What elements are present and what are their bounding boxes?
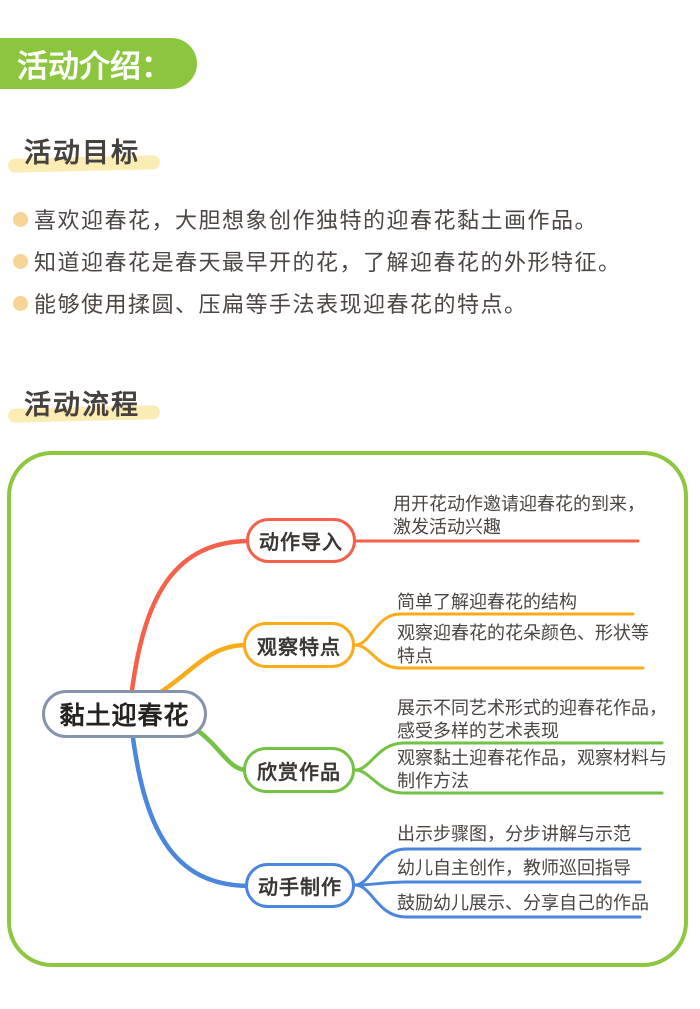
leaf-line: 用开花动作邀请迎春花的到来，	[393, 494, 645, 515]
mindmap-root-label: 黏土迎春花	[59, 701, 190, 730]
mindmap-leaf: 幼儿自主创作，教师巡回指导	[397, 857, 631, 880]
leaf-underline	[353, 643, 645, 670]
mindmap-branch-make: 动手制作	[245, 863, 355, 908]
mindmap-branch-observe: 观察特点	[243, 622, 355, 668]
mindmap-branch-label: 观察特点	[257, 634, 341, 659]
mindmap-leaf: 用开花动作邀请迎春花的到来， 激发活动兴趣	[393, 493, 645, 539]
bullet-dot	[13, 254, 28, 269]
mindmap-branch-intro: 动作导入	[246, 518, 356, 563]
leaf-line: 观察迎春花的花朵颜色、形状等	[397, 623, 649, 644]
mindmap-leaf: 简单了解迎春花的结构	[397, 591, 577, 614]
bullet-dot	[13, 296, 28, 311]
leaf-line: 激发活动兴趣	[393, 517, 501, 538]
leaf-underline	[353, 612, 635, 647]
mindmap-leaf: 观察黏土迎春花作品，观察材料与 制作方法	[397, 747, 667, 793]
branch-curve-intro	[127, 538, 253, 709]
mindmap-branch-label: 动手制作	[258, 875, 342, 899]
mindmap-leaf: 展示不同艺术形式的迎春花作品， 感受多样的艺术表现	[397, 697, 667, 743]
leaf-line: 幼儿自主创作，教师巡回指导	[397, 858, 631, 879]
leaf-underline	[353, 768, 664, 795]
mindmap-branch-appreciate: 欣赏作品	[243, 747, 355, 793]
page-header-title: 活动介绍：	[17, 49, 172, 85]
list-item: 知道迎春花是春天最早开的花，了解迎春花的外形特征。	[0, 245, 700, 279]
list-item: 能够使用揉圆、压扁等手法表现迎春花的特点。	[0, 287, 700, 321]
goal-text: 知道迎春花是春天最早开的花，了解迎春花的外形特征。	[34, 251, 622, 276]
list-item: 喜欢迎春花，大胆想象创作独特的迎春花黏土画作品。	[0, 203, 700, 237]
leaf-line: 感受多样的艺术表现	[397, 721, 559, 742]
mindmap-leaf: 鼓励幼儿展示、分享自己的作品	[397, 892, 649, 915]
mindmap-leaf: 出示步骤图，分步讲解与示范	[397, 823, 631, 846]
branch-curve-make	[128, 719, 253, 889]
leaf-line: 制作方法	[397, 771, 469, 792]
mindmap-branch-label: 欣赏作品	[257, 759, 341, 784]
leaf-line: 观察黏土迎春花作品，观察材料与	[397, 748, 667, 769]
mindmap-branch-label: 动作导入	[259, 530, 343, 554]
goal-text: 喜欢迎春花，大胆想象创作独特的迎春花黏土画作品。	[34, 209, 599, 234]
goals-heading: 活动目标	[24, 138, 140, 169]
leaf-underline	[353, 880, 642, 887]
leaf-line: 简单了解迎春花的结构	[397, 592, 577, 613]
page-header-badge: 活动介绍：	[0, 38, 197, 89]
leaf-line: 出示步骤图，分步讲解与示范	[397, 824, 631, 845]
bullet-dot	[13, 212, 28, 227]
leaf-line: 特点	[397, 646, 433, 667]
process-heading: 活动流程	[24, 390, 140, 421]
mindmap-root-node: 黏土迎春花	[42, 690, 207, 738]
leaf-underline	[353, 741, 664, 772]
leaf-underline	[353, 883, 642, 919]
goal-text: 能够使用揉圆、压扁等手法表现迎春花的特点。	[34, 293, 528, 318]
mindmap-leaf: 观察迎春花的花朵颜色、形状等 特点	[397, 622, 649, 668]
leaf-line: 展示不同艺术形式的迎春花作品，	[397, 698, 667, 719]
leaf-line: 鼓励幼儿展示、分享自己的作品	[397, 893, 649, 914]
